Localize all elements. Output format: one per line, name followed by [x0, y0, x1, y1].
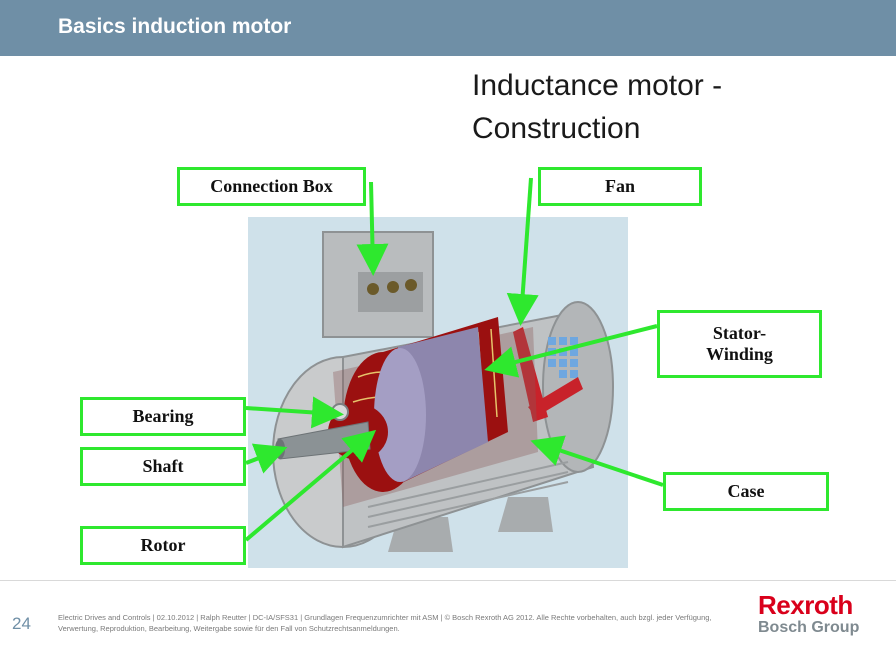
footer-legal-text: Electric Drives and Controls | 02.10.201…	[58, 613, 712, 633]
label-connection-box: Connection Box	[177, 167, 366, 206]
label-rotor: Rotor	[80, 526, 246, 565]
label-stator-winding: Stator- Winding	[657, 310, 822, 378]
header-bar: Basics induction motor	[0, 0, 896, 56]
slide-title: Inductance motor - Construction	[472, 69, 723, 145]
label-case: Case	[663, 472, 829, 511]
brand-name: Rexroth	[758, 590, 853, 620]
page-number: 24	[12, 614, 31, 633]
label-fan: Fan	[538, 167, 702, 206]
label-bearing: Bearing	[80, 397, 246, 436]
rexroth-logo: Rexroth Bosch Group	[758, 592, 878, 638]
motor-cutaway-illustration	[248, 217, 628, 568]
header-title: Basics induction motor	[58, 15, 292, 38]
label-shaft: Shaft	[80, 447, 246, 486]
brand-group: Bosch Group	[758, 619, 860, 636]
footer-divider	[0, 580, 896, 581]
